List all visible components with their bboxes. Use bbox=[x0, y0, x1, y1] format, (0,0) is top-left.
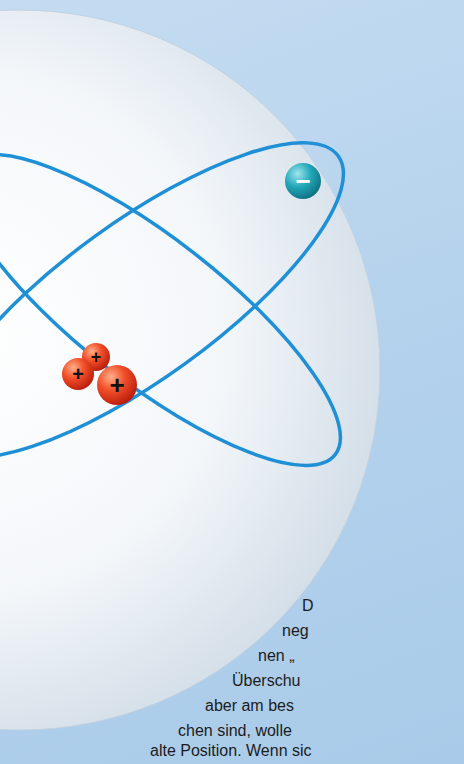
proton-ball bbox=[97, 365, 137, 405]
proton-node: + bbox=[97, 365, 137, 405]
electron-ball bbox=[285, 163, 321, 199]
orbit bbox=[0, 109, 380, 512]
text-fragment: D bbox=[302, 596, 314, 615]
text-fragment: Überschu bbox=[232, 671, 300, 690]
charge-sign: − bbox=[295, 168, 310, 194]
charge-sign: + bbox=[109, 372, 124, 398]
text-fragment: alte Position. Wenn sic bbox=[150, 741, 312, 760]
text-fragment: neg bbox=[282, 621, 309, 640]
text-fragment: nen „ bbox=[258, 646, 294, 665]
charge-sign: + bbox=[72, 364, 84, 384]
text-fragment: aber am bes bbox=[205, 696, 294, 715]
proton-ball bbox=[62, 358, 94, 390]
atom-sphere bbox=[0, 10, 380, 730]
orbit bbox=[0, 93, 384, 507]
charge-sign: + bbox=[91, 348, 102, 366]
electron-node: − bbox=[285, 163, 321, 199]
text-fragment: chen sind, wolle bbox=[178, 721, 292, 740]
proton-node: + bbox=[62, 358, 94, 390]
